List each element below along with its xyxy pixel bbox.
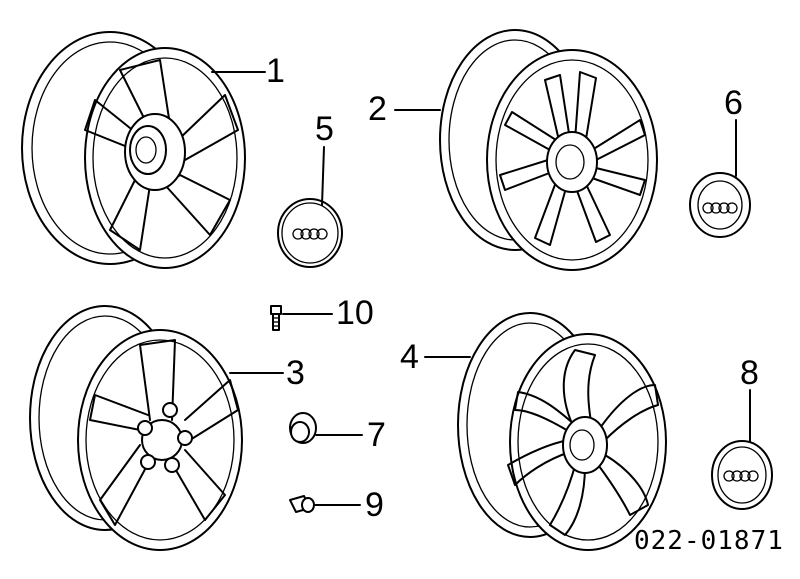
screw-9-icon xyxy=(289,495,315,513)
callout-3: 3 xyxy=(286,354,305,392)
wheel-1-icon xyxy=(21,31,246,269)
leader-line-5 xyxy=(321,146,325,206)
callout-2: 2 xyxy=(368,90,387,128)
wheel-4-icon xyxy=(457,312,667,551)
callout-10: 10 xyxy=(336,294,374,332)
valve-cap-7-icon xyxy=(289,412,317,444)
wheel-3-icon xyxy=(29,305,243,551)
center-cap-6-icon xyxy=(689,172,751,238)
callout-8: 8 xyxy=(740,354,759,392)
callout-7: 7 xyxy=(367,416,386,454)
wheel-2-icon xyxy=(439,29,658,271)
lug-bolt-10-icon xyxy=(270,305,282,331)
center-cap-5-icon xyxy=(277,198,343,268)
center-cap-8-icon xyxy=(711,440,773,510)
callout-4: 4 xyxy=(400,338,419,376)
callout-5: 5 xyxy=(315,110,334,148)
diagram-code: 022-01871 xyxy=(634,526,784,556)
callout-6: 6 xyxy=(724,84,743,122)
callout-1: 1 xyxy=(266,52,285,90)
callout-9: 9 xyxy=(365,486,384,524)
